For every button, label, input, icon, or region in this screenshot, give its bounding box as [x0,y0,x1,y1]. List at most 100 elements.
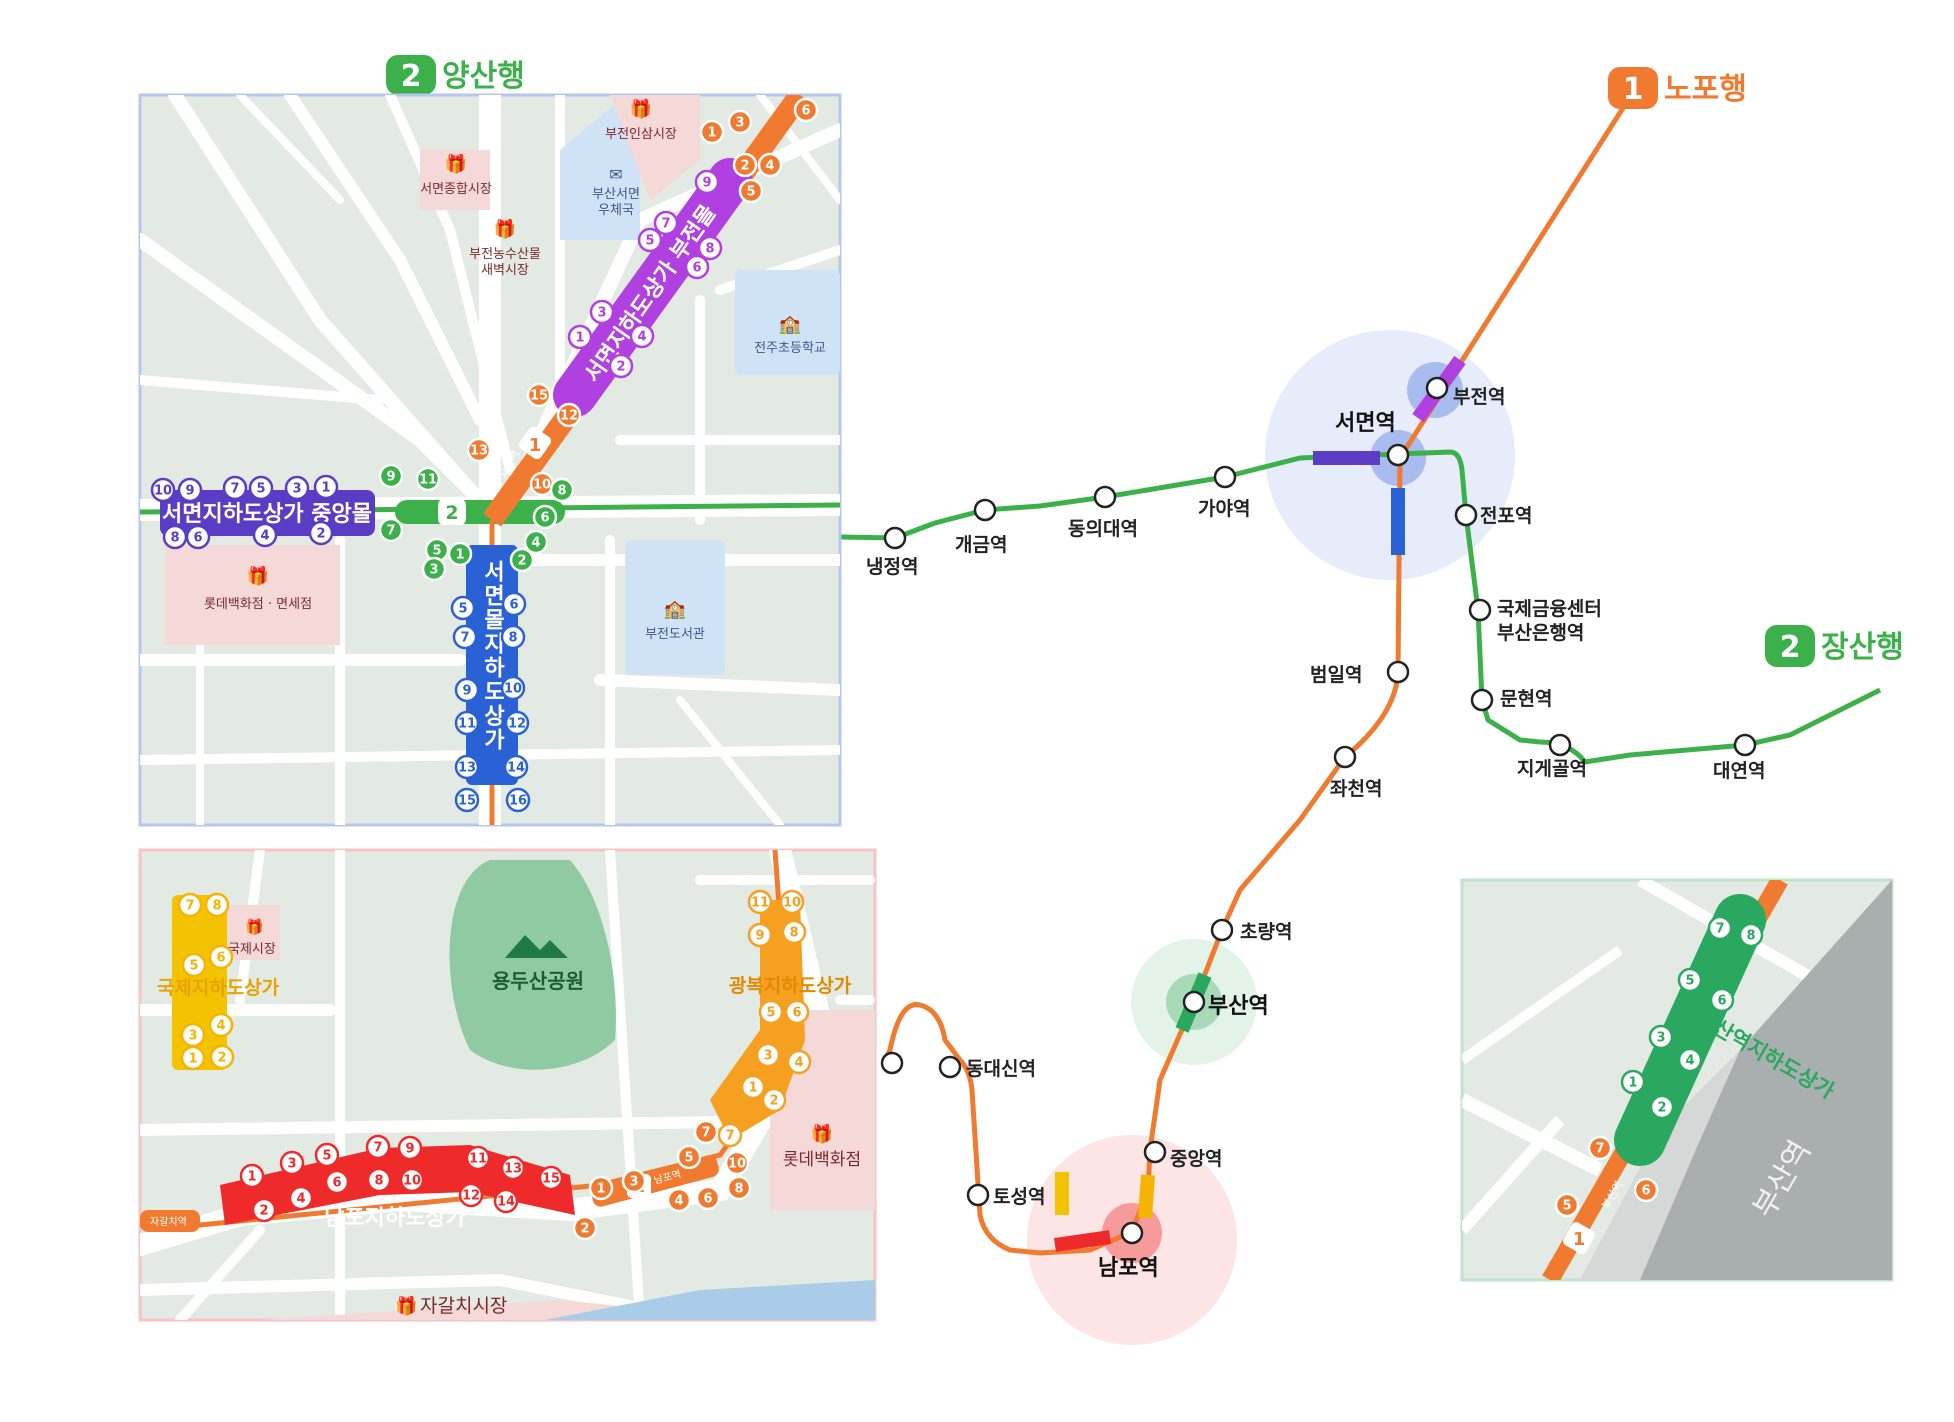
station-toseong-dot[interactable] [966,1183,990,1207]
exit-marker[interactable] [1648,1024,1674,1050]
exit-marker[interactable] [717,1122,743,1148]
station-jwacheon-dot[interactable] [1333,745,1357,769]
exit-marker[interactable] [180,1045,206,1071]
exit-marker[interactable] [308,520,334,546]
exit-marker[interactable] [500,1155,526,1181]
exit-marker[interactable] [747,889,773,915]
exit-marker[interactable] [740,1074,766,1100]
exit-marker[interactable] [572,1215,598,1241]
exit-marker[interactable] [501,591,527,617]
exit-marker[interactable] [248,475,274,501]
exit-marker[interactable] [699,119,725,145]
exit-marker[interactable] [239,1163,265,1189]
exit-marker[interactable] [378,517,404,543]
exit-marker[interactable] [450,595,476,621]
exit-marker[interactable] [556,402,582,428]
exit-marker[interactable] [324,1169,350,1195]
exit-marker[interactable] [1677,1047,1703,1073]
exit-marker[interactable] [523,529,549,555]
exit-marker[interactable] [150,477,176,503]
exit-marker[interactable] [209,1044,235,1070]
station-naengjeong-dot[interactable] [883,526,907,550]
exit-marker[interactable] [1709,987,1735,1013]
exit-marker[interactable] [1738,922,1764,948]
exit-marker[interactable] [504,710,530,736]
exit-marker[interactable] [747,922,773,948]
station-seomyeon-dot[interactable] [1386,443,1410,467]
exit-marker[interactable] [208,944,234,970]
exit-marker[interactable] [284,475,310,501]
station-munhyeon-dot[interactable] [1470,688,1494,712]
station-jungang-dot[interactable] [1143,1140,1167,1164]
station-beomil-dot[interactable] [1386,660,1410,684]
station-dongdaesin-dot[interactable] [938,1055,962,1079]
gwangbok-mall[interactable] [710,900,805,1140]
exit-marker[interactable] [252,522,278,548]
exit-marker[interactable] [503,754,529,780]
exit-marker[interactable] [1707,915,1733,941]
exit-marker[interactable] [779,889,805,915]
station-unnamed-dot[interactable] [880,1051,904,1075]
exit-marker[interactable] [181,952,207,978]
exit-marker[interactable] [761,1087,787,1113]
exit-marker[interactable] [447,541,473,567]
exit-marker[interactable] [781,919,807,945]
exit-marker[interactable] [465,1145,491,1171]
station-jigegol-dot[interactable] [1548,733,1572,757]
exit-marker[interactable] [500,675,526,701]
exit-marker[interactable] [676,1144,702,1170]
station-busan-dot[interactable] [1182,990,1206,1014]
station-daeyeon-dot[interactable] [1733,733,1757,757]
exit-marker[interactable] [421,556,447,582]
exit-marker[interactable] [755,1042,781,1068]
exit-marker[interactable] [454,754,480,780]
station-choryang-dot[interactable] [1210,918,1234,942]
station-gaegeum-dot[interactable] [973,498,997,522]
exit-marker[interactable] [637,227,663,253]
exit-marker[interactable] [466,437,492,463]
exit-marker[interactable] [378,463,404,489]
exit-marker[interactable] [757,152,783,178]
exit-marker[interactable] [509,547,535,573]
exit-marker[interactable] [727,109,753,135]
exit-marker[interactable] [454,710,480,736]
exit-marker[interactable] [208,1012,234,1038]
exit-marker[interactable] [684,254,710,280]
exit-marker[interactable] [588,1175,614,1201]
station-bujeon-dot[interactable] [1425,376,1449,400]
exit-marker[interactable] [608,353,634,379]
exit-marker[interactable] [589,299,615,325]
exit-marker[interactable] [758,999,784,1025]
exit-marker[interactable] [177,477,203,503]
exit-marker[interactable] [452,624,478,650]
exit-marker[interactable] [724,1150,750,1176]
exit-marker[interactable] [288,1185,314,1211]
exit-marker[interactable] [1677,967,1703,993]
exit-marker[interactable] [784,999,810,1025]
exit-marker[interactable] [365,1134,391,1160]
exit-marker[interactable] [738,178,764,204]
exit-marker[interactable] [786,1049,812,1075]
exit-marker[interactable] [251,1197,277,1223]
exit-marker[interactable] [185,524,211,550]
exit-marker[interactable] [1633,1177,1659,1203]
station-jeonpo-dot[interactable] [1454,503,1478,527]
exit-marker[interactable] [454,677,480,703]
exit-marker[interactable] [695,1185,721,1211]
exit-marker[interactable] [693,1119,719,1145]
station-ifc-dot[interactable] [1468,598,1492,622]
exit-marker[interactable] [666,1187,692,1213]
exit-marker[interactable] [629,323,655,349]
exit-marker[interactable] [222,475,248,501]
exit-marker[interactable] [279,1150,305,1176]
station-gaya-dot[interactable] [1213,465,1237,489]
exit-marker[interactable] [177,892,203,918]
exit-marker[interactable] [538,1165,564,1191]
exit-marker[interactable] [732,152,758,178]
exit-marker[interactable] [500,624,526,650]
exit-marker[interactable] [653,210,679,236]
exit-marker[interactable] [793,97,819,123]
exit-marker[interactable] [397,1135,423,1161]
exit-marker[interactable] [493,1188,519,1214]
exit-marker[interactable] [366,1167,392,1193]
